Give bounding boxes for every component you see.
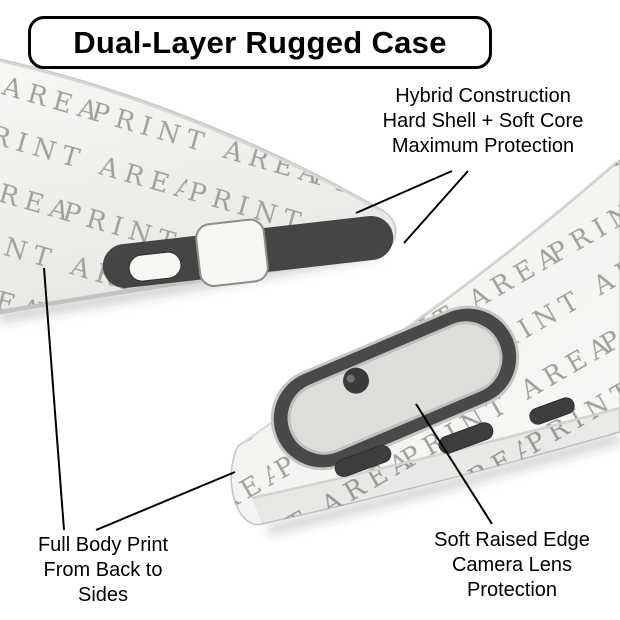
case-angled-side: [252, 408, 620, 524]
annotation-line: Protection: [466, 579, 558, 601]
annotation-line: Camera Lens: [451, 554, 573, 576]
annotation-line: Soft Raised Edge: [434, 529, 590, 551]
phone-case-angled: [230, 159, 620, 526]
callout-line-hybrid-2: [403, 170, 469, 244]
side-button: [529, 397, 575, 425]
annotation-line: Hard Shell + Soft Core: [382, 110, 584, 132]
callout-line-fullbody-1: [43, 267, 65, 531]
annotation-line: Full Body Print: [37, 534, 169, 556]
camera-lens-icon: [343, 367, 370, 394]
annotation-line: Maximum Protection: [391, 135, 575, 157]
camera-cutout-bar: [102, 215, 394, 289]
case-back-top-edge: [0, 59, 381, 212]
annotation-line: From Back to: [43, 559, 163, 581]
flash-hole: [128, 251, 182, 282]
title-banner: Dual-Layer Rugged Case: [28, 16, 492, 69]
callout-line-hybrid-1: [355, 170, 453, 214]
phone-case-back: [0, 58, 397, 315]
camera-lens-highlight: [346, 374, 355, 383]
camera-oval-inner-shadow: [287, 321, 503, 455]
camera-oval-inner: [289, 322, 501, 454]
camera-hole: [195, 218, 269, 287]
callout-line-fullbody-2: [95, 471, 236, 531]
side-button: [438, 422, 494, 454]
case-angled-crease: [251, 406, 620, 500]
page-title: Dual-Layer Rugged Case: [73, 24, 447, 60]
annotation-line: Hybrid Construction: [395, 85, 571, 107]
side-button: [334, 444, 392, 478]
callout-lines: [43, 170, 493, 531]
callout-line-camera: [415, 403, 493, 525]
annotation-full-body-print: Full Body Print From Back to Sides: [5, 533, 201, 608]
camera-oval: [270, 305, 520, 471]
case-angled-shadow: [266, 433, 620, 535]
side-buttons: [334, 397, 575, 478]
annotation-hybrid-construction: Hybrid Construction Hard Shell + Soft Co…: [352, 84, 614, 159]
annotation-camera-protection: Soft Raised Edge Camera Lens Protection: [402, 528, 620, 603]
annotation-line: Sides: [77, 584, 129, 606]
